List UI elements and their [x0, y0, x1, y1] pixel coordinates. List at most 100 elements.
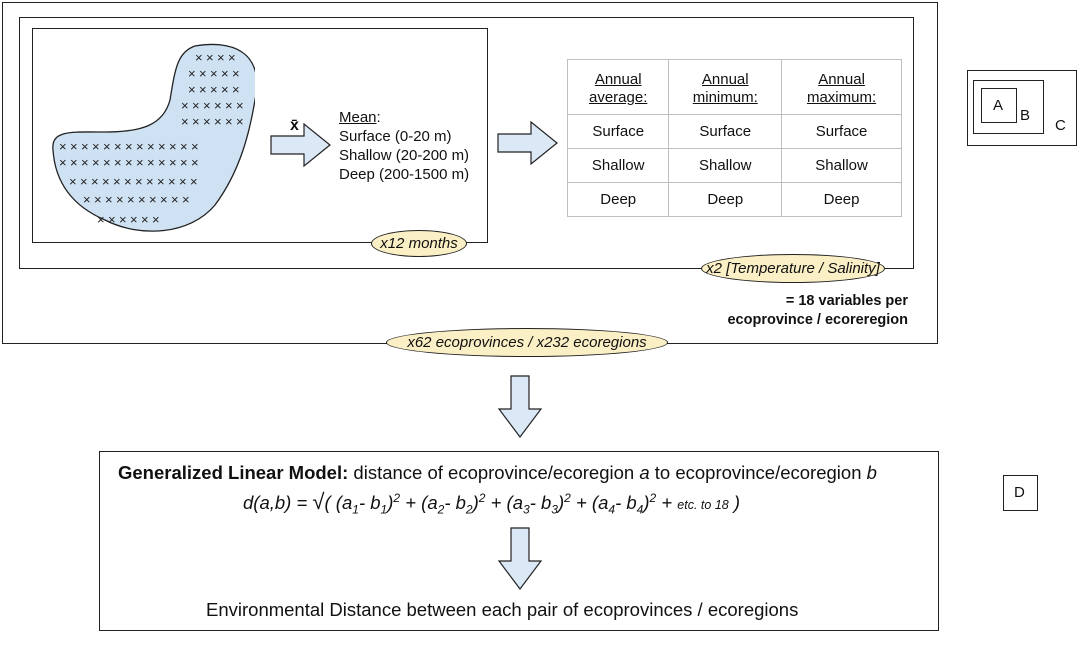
grid-cross-mark: ×: [157, 174, 165, 189]
grid-cross-mark: ×: [70, 155, 78, 170]
mean-block: Mean: Surface (0-20 m) Shallow (20-200 m…: [339, 109, 470, 183]
legend-label-a: A: [993, 97, 1004, 114]
grid-cross-mark: ×: [70, 139, 78, 154]
grid-cross-mark: ×: [192, 114, 200, 129]
grid-cross-mark: ×: [136, 155, 144, 170]
glm-title-text: distance of ecoprovince/ecoregion: [348, 462, 640, 483]
grid-cross-mark: ×: [92, 139, 100, 154]
grid-cross-mark: ×: [92, 155, 100, 170]
grid-cross-mark: ×: [135, 174, 143, 189]
grid-cross-mark: ×: [158, 139, 166, 154]
grid-cross-mark: ×: [232, 66, 240, 81]
glm-title-bold: Generalized Linear Model:: [118, 462, 349, 483]
glm-var-a: a: [639, 462, 650, 483]
grid-cross-mark: ×: [221, 66, 229, 81]
grid-cross-mark: ×: [210, 66, 218, 81]
grid-cross-mark: ×: [199, 66, 207, 81]
grid-cross-mark: ×: [169, 155, 177, 170]
months-frame: [32, 28, 488, 243]
grid-cross-mark: ×: [108, 212, 116, 227]
grid-cross-mark: ×: [160, 192, 168, 207]
grid-cross-mark: ×: [130, 212, 138, 227]
grid-cross-mark: ×: [80, 174, 88, 189]
grid-cross-mark: ×: [232, 82, 240, 97]
legend-box-a: [981, 88, 1017, 123]
months-pill: x12 months: [371, 230, 467, 257]
grid-cross-mark: ×: [225, 114, 233, 129]
sqrt-symbol: √: [312, 489, 325, 514]
grid-cross-mark: ×: [210, 82, 218, 97]
table-row: Shallow Shallow Shallow: [566, 148, 902, 183]
grid-cross-mark: ×: [105, 192, 113, 207]
grid-cross-mark: ×: [141, 212, 149, 227]
grid-cross-mark: ×: [158, 155, 166, 170]
grid-cross-mark: ×: [59, 139, 67, 154]
mean-symbol: x̄: [290, 117, 299, 134]
grid-cross-mark: ×: [113, 174, 121, 189]
grid-cross-mark: ×: [206, 50, 214, 65]
grid-cross-mark: ×: [199, 82, 207, 97]
formula-lhs: d(a,b) =: [243, 492, 313, 513]
grid-cross-mark: ×: [125, 155, 133, 170]
grid-cross-mark: ×: [149, 192, 157, 207]
grid-cross-mark: ×: [181, 114, 189, 129]
grid-cross-mark: ×: [152, 212, 160, 227]
mean-line-deep: Deep (200-1500 m): [339, 166, 470, 183]
grid-cross-mark: ×: [103, 155, 111, 170]
grid-cross-mark: ×: [190, 174, 198, 189]
grid-cross-mark: ×: [214, 114, 222, 129]
arrow-down-2: [497, 527, 543, 590]
grid-cross-mark: ×: [114, 155, 122, 170]
grid-cross-mark: ×: [81, 155, 89, 170]
environmental-distance-label: Environmental Distance between each pair…: [206, 599, 799, 620]
grid-cross-mark: ×: [192, 98, 200, 113]
distance-formula: d(a,b) = √( (a1- b1)2 + (a2- b2)2 + (a3-…: [243, 489, 741, 517]
grid-cross-mark: ×: [191, 155, 199, 170]
mean-line-surface: Surface (0-20 m): [339, 128, 452, 145]
table-cell: Surface: [781, 114, 902, 149]
grid-cross-mark: ×: [236, 98, 244, 113]
ecoprovince-pill: x62 ecoprovinces / x232 ecoregions: [386, 328, 668, 357]
grid-cross-mark: ×: [94, 192, 102, 207]
grid-cross-mark: ×: [171, 192, 179, 207]
grid-cross-mark: ×: [59, 155, 67, 170]
grid-cross-mark: ×: [180, 139, 188, 154]
legend-label-b: B: [1020, 107, 1031, 124]
glm-title: Generalized Linear Model: distance of ec…: [118, 462, 877, 484]
grid-cross-mark: ×: [188, 82, 196, 97]
legend-box-b: [973, 80, 1044, 134]
grid-cross-mark: ×: [147, 155, 155, 170]
grid-cross-mark: ×: [236, 114, 244, 129]
region-shape: ××××××××××××××××××××××××××××××××××××××××…: [52, 43, 255, 232]
grid-cross-mark: ×: [169, 139, 177, 154]
variables-note: = 18 variables per ecoprovince / ecorere…: [690, 292, 908, 330]
grid-cross-mark: ×: [138, 192, 146, 207]
glm-title-text: to ecoprovince/ecoregion: [649, 462, 867, 483]
grid-cross-mark: ×: [147, 139, 155, 154]
table-cell: Deep: [566, 182, 670, 217]
mean-label: Mean: [339, 109, 377, 126]
grid-cross-mark: ×: [119, 212, 127, 227]
grid-cross-mark: ×: [188, 66, 196, 81]
grid-cross-mark: ×: [203, 98, 211, 113]
grid-cross-mark: ×: [146, 174, 154, 189]
grid-cross-mark: ×: [91, 174, 99, 189]
table-row: Surface Surface Surface: [566, 114, 902, 149]
grid-cross-mark: ×: [102, 174, 110, 189]
label-d-box: [1003, 475, 1038, 511]
grid-cross-mark: ×: [124, 174, 132, 189]
glm-frame: [99, 451, 939, 631]
table-cell: Deep: [781, 182, 902, 217]
grid-cross-mark: ×: [195, 50, 203, 65]
grid-cross-mark: ×: [168, 174, 176, 189]
variable-frame: [19, 17, 914, 269]
grid-cross-mark: ×: [182, 192, 190, 207]
grid-cross-mark: ×: [125, 139, 133, 154]
table-cell: Surface: [566, 114, 670, 149]
table-cell: Surface: [668, 114, 783, 149]
variables-note-line: = 18 variables per: [785, 293, 908, 309]
